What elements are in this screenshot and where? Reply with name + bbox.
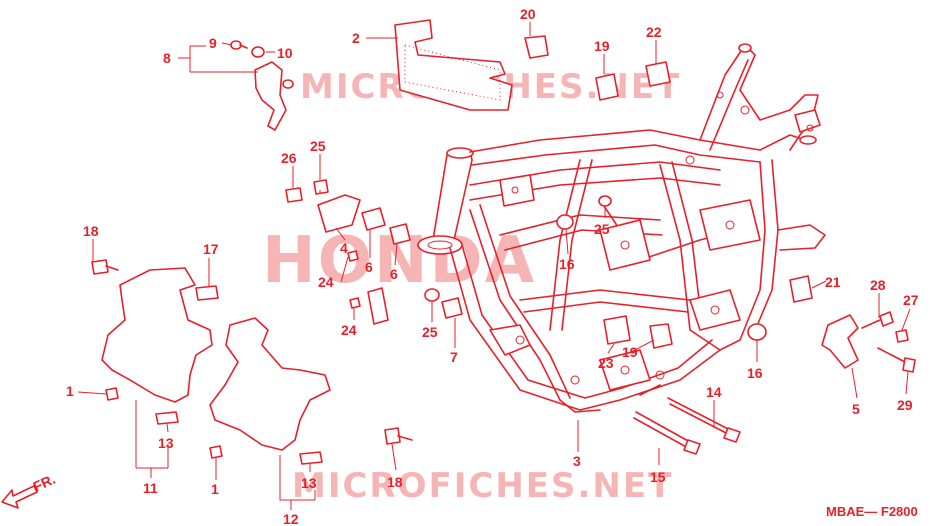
part-24-screw-a — [347, 250, 359, 262]
part-29-bolt — [877, 347, 906, 363]
head-pipe-bottom — [417, 235, 463, 255]
callout-17: 17 — [203, 241, 219, 257]
callout-labels: 2 20 19 22 9 10 8 26 25 25 18 17 4 6 6 2… — [66, 6, 919, 526]
part-15-long-bolt — [635, 411, 691, 443]
part-2-plate — [394, 19, 513, 111]
callout-12: 12 — [283, 511, 299, 526]
part-21-clip — [789, 275, 813, 303]
callout-22: 22 — [646, 24, 662, 40]
part-18-bolt-b — [384, 427, 401, 445]
callout-27: 27 — [903, 292, 919, 308]
front-label: FR. — [31, 471, 58, 495]
callout-8: 8 — [163, 50, 171, 66]
part-25-nut-c — [424, 288, 440, 302]
head-pipe-top — [446, 147, 474, 159]
part-13-clip-b — [299, 451, 323, 465]
part-18-bolt-a — [91, 259, 109, 275]
callout-5: 5 — [852, 401, 860, 417]
callout-11: 11 — [143, 480, 158, 496]
callout-6-left: 6 — [365, 259, 373, 275]
part-13-clip-a — [155, 411, 179, 425]
callout-1-left: 1 — [66, 383, 74, 399]
callout-4: 4 — [340, 240, 348, 256]
part-6-collar-a — [361, 207, 386, 231]
part-24-screw-b — [349, 297, 361, 309]
callout-14: 14 — [706, 384, 722, 400]
part-20-clip — [524, 35, 549, 59]
watermark-bottom: MICROFICHES.NET — [292, 466, 673, 506]
part-1-grommet-b — [209, 445, 223, 459]
part-14-long-bolt — [667, 397, 731, 431]
callout-13-left: 13 — [158, 435, 174, 451]
part-8-bracket — [230, 40, 294, 131]
callout-10: 10 — [277, 45, 293, 61]
part-bracket-small — [367, 287, 389, 325]
callout-16-right: 16 — [747, 365, 763, 381]
part-12-side-cover-right — [209, 317, 331, 451]
callout-19-top: 19 — [594, 38, 610, 54]
callout-18-bottom: 18 — [387, 474, 403, 490]
callout-25-bottom: 25 — [422, 324, 438, 340]
part-19-clamp — [649, 323, 673, 349]
part-16-plug-b — [747, 323, 767, 341]
part-11-side-cover-left — [101, 267, 213, 403]
callout-1-bottom: 1 — [211, 481, 219, 497]
callout-19-bottom: 19 — [622, 344, 638, 360]
part-28-bolt — [861, 319, 881, 329]
callout-20: 20 — [520, 6, 536, 22]
part-25-nut-b — [598, 195, 612, 207]
part-4-bracket — [317, 194, 361, 233]
callout-28: 28 — [870, 277, 886, 293]
part-27-nut — [895, 329, 909, 343]
callout-9: 9 — [209, 35, 217, 51]
part-16-plug-a — [556, 214, 574, 230]
callout-3: 3 — [573, 453, 581, 469]
callout-29: 29 — [897, 397, 913, 413]
callout-24-bottom: 24 — [341, 322, 357, 338]
part-23-clamp — [603, 315, 631, 345]
callout-16-frame: 16 — [559, 256, 575, 272]
part-5-bracket — [821, 314, 859, 369]
callout-6-right: 6 — [390, 266, 398, 282]
leader-lines — [77, 22, 911, 510]
main-frame — [417, 43, 826, 413]
part-6-collar-b — [389, 223, 411, 245]
callout-23: 23 — [598, 355, 614, 371]
callout-2: 2 — [352, 30, 360, 46]
callout-25-mid: 25 — [594, 221, 610, 237]
callout-13-right: 13 — [301, 475, 317, 491]
part-26-bolt — [285, 187, 303, 203]
callout-15: 15 — [650, 469, 666, 485]
front-arrow-icon — [1, 485, 38, 509]
callout-7: 7 — [450, 349, 458, 365]
part-25-nut — [313, 179, 329, 195]
part-1-grommet-a — [105, 387, 119, 401]
callout-24-top: 24 — [318, 274, 334, 290]
part-22-clip — [645, 61, 671, 87]
part-17-pad — [195, 285, 219, 301]
part-19-clip — [595, 73, 619, 101]
callout-25-top: 25 — [310, 138, 326, 154]
front-direction-indicator: FR. — [1, 471, 58, 509]
diagram-code: MBAE— F2800 — [826, 504, 918, 519]
callout-21: 21 — [825, 274, 841, 290]
callout-18-left: 18 — [83, 223, 99, 239]
part-7-collar — [441, 297, 463, 319]
callout-26: 26 — [281, 150, 297, 166]
